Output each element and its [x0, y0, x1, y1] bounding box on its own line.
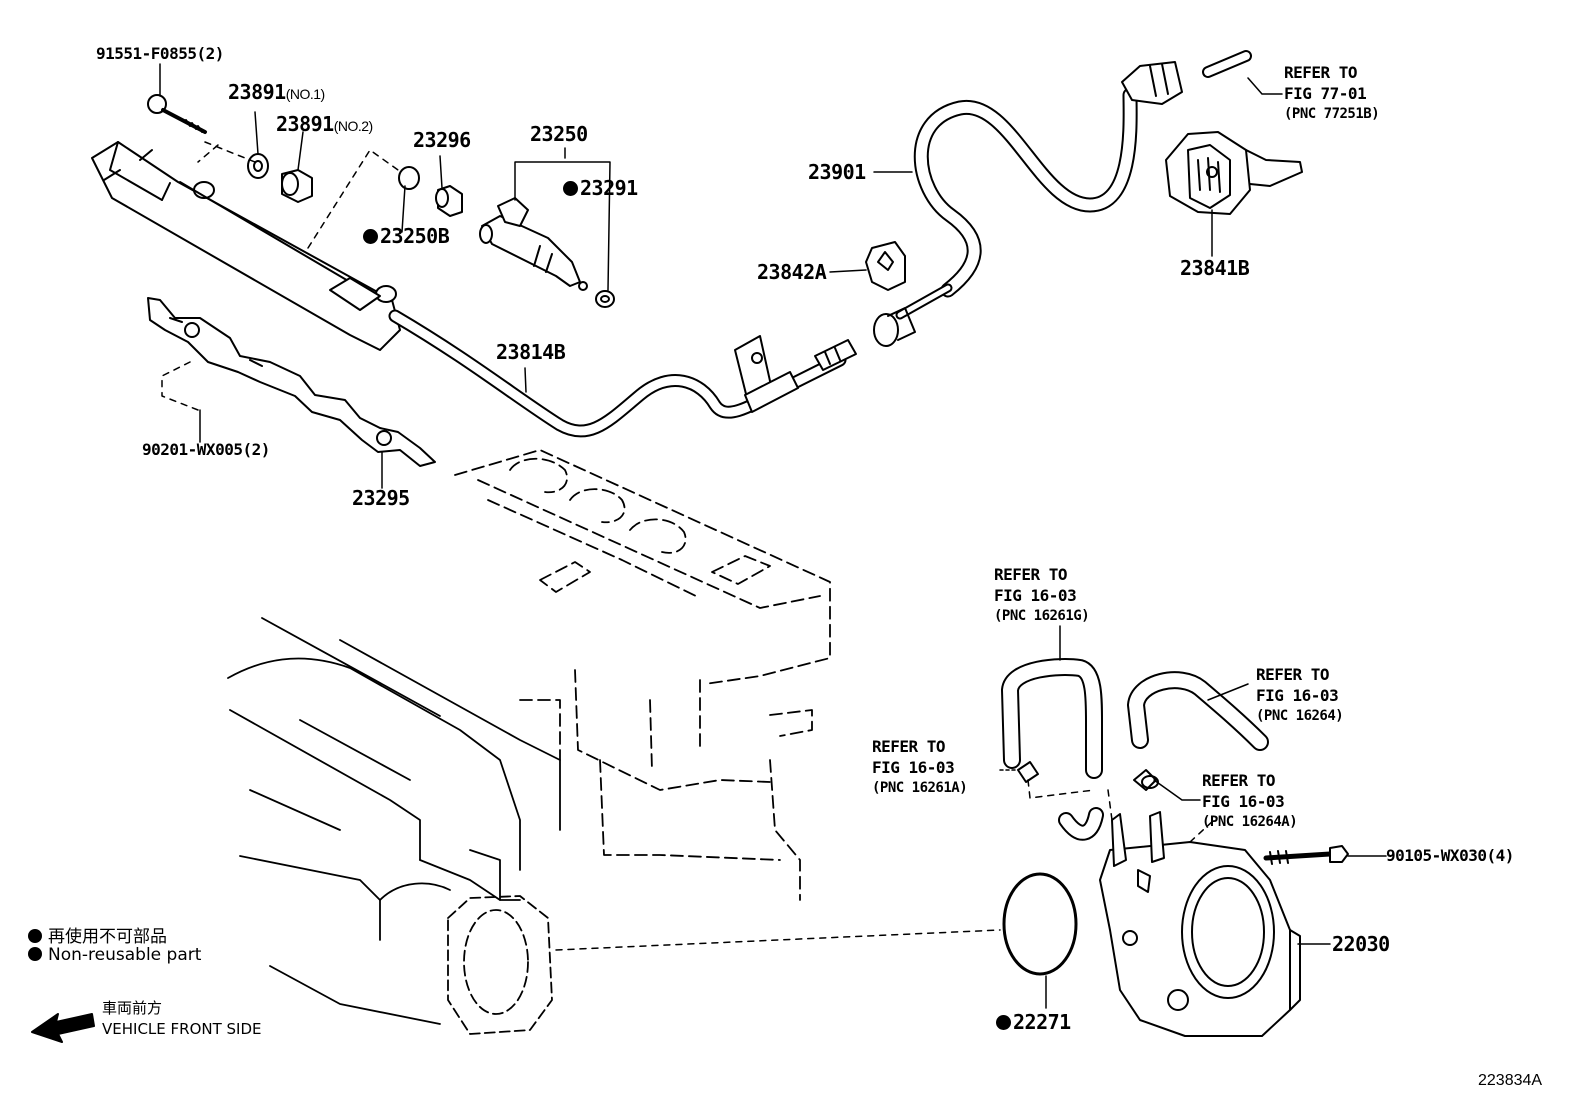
intake-manifold	[228, 618, 560, 1024]
spacer-23296	[436, 186, 462, 216]
fuel-tube-23814b	[395, 316, 856, 431]
callout-23901: 23901	[808, 160, 866, 184]
callout-23291: 23291	[563, 176, 638, 200]
o-ring-23291	[596, 291, 614, 307]
callout-23842a: 23842A	[757, 260, 827, 284]
throttle-body-22030	[1100, 812, 1300, 1036]
leader-lines	[160, 64, 1386, 1008]
water-hose-16264	[1136, 680, 1260, 742]
bolt-90105-wx030	[1266, 846, 1348, 864]
hose-clamp-16261a	[1018, 762, 1038, 782]
callout-90105-wx030: 90105-WX030(4)	[1386, 846, 1514, 865]
insulator-23295	[148, 298, 435, 466]
gasket-22271	[1004, 874, 1076, 974]
callout-23814b: 23814B	[496, 340, 566, 364]
refer-fig-16-03-16261a: REFER TO FIG 16-03 (PNC 16261A)	[872, 737, 968, 796]
non-reusable-dot	[363, 229, 378, 244]
refer-fig-16-03-16264: REFER TO FIG 16-03 (PNC 16264)	[1256, 665, 1344, 724]
callout-23250: 23250	[530, 122, 588, 146]
purge-valve-23841b	[1166, 132, 1302, 214]
callout-23250b: 23250B	[363, 224, 450, 248]
grommet-23891-no2	[282, 170, 312, 202]
bolt-91551-f0855	[148, 95, 205, 132]
grommet-23891-no1	[248, 154, 268, 178]
callout-91551-f0855: 91551-F0855(2)	[96, 44, 224, 63]
callout-23891-no2: 23891(NO.2)	[276, 112, 373, 136]
refer-fig-16-03-16261g: REFER TO FIG 16-03 (PNC 16261G)	[994, 565, 1090, 624]
legend-dot	[28, 947, 42, 961]
engine-head-outline	[455, 450, 830, 900]
callout-23891-no1: 23891(NO.1)	[228, 80, 325, 104]
refer-fig-16-03-16264a: REFER TO FIG 16-03 (PNC 16264A)	[1202, 771, 1298, 830]
non-reusable-dot	[996, 1015, 1011, 1030]
fuel-delivery-pipe	[92, 142, 400, 350]
callout-23295: 23295	[352, 486, 410, 510]
callout-23841b: 23841B	[1180, 256, 1250, 280]
front-direction-arrow	[32, 1014, 94, 1042]
legend-non-reusable-jp: 再使用不可部品	[28, 922, 167, 947]
figure-id: 223834A	[1478, 1072, 1543, 1089]
clamp-23842a	[866, 242, 905, 290]
legend-dot	[28, 929, 42, 943]
manifold-flange	[448, 896, 552, 1034]
non-reusable-dot	[563, 181, 578, 196]
vehicle-front-side-label: 車両前方 VEHICLE FRONT SIDE	[102, 999, 262, 1038]
o-ring-23250b	[399, 167, 419, 189]
callout-90201-wx005: 90201-WX005(2)	[142, 440, 270, 459]
callout-22271: 22271	[996, 1010, 1071, 1034]
legend-non-reusable-en: Non-reusable part	[28, 945, 201, 965]
callout-23296: 23296	[413, 128, 471, 152]
dashed-relation-lines	[162, 142, 1214, 950]
water-hose-16261g	[1010, 667, 1096, 833]
fuel-injector-23250	[480, 198, 587, 290]
refer-fig-77-01: REFER TO FIG 77-01 (PNC 77251B)	[1284, 63, 1380, 122]
callout-22030: 22030	[1332, 932, 1390, 956]
fuel-hose-23901	[874, 62, 1182, 346]
